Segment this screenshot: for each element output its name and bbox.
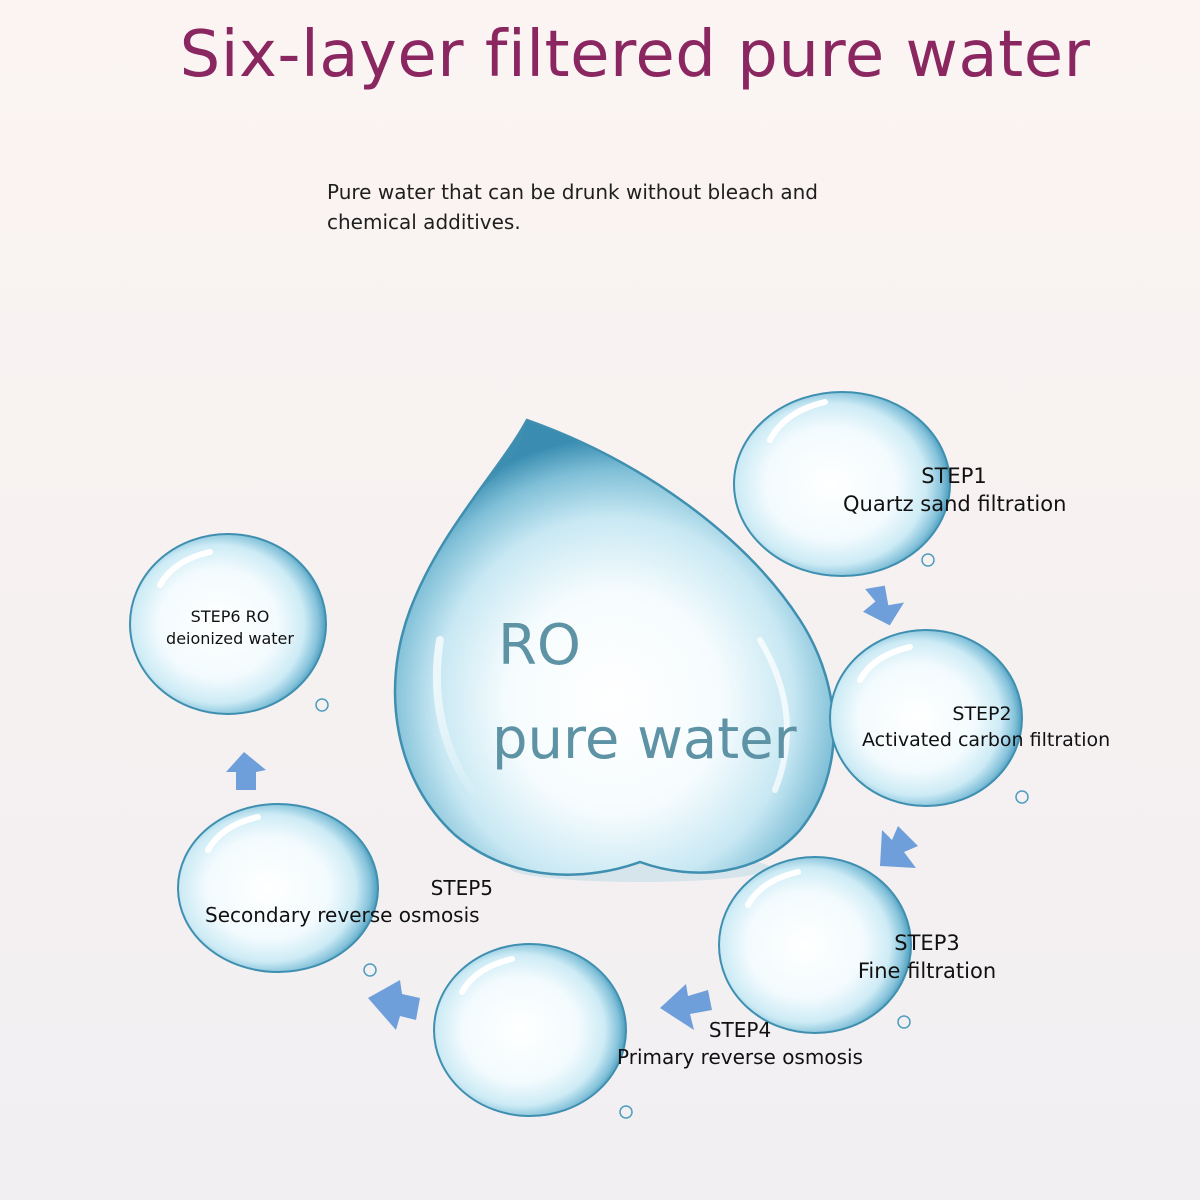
- step-1-number: STEP1: [921, 464, 987, 488]
- step-3-label: STEP3 Fine filtration: [852, 929, 1002, 986]
- water-bubble-icon: [829, 629, 1029, 807]
- water-bubble-icon: [177, 803, 379, 977]
- step-3-name: Fine filtration: [857, 959, 997, 984]
- step-4-name: Primary reverse osmosis: [617, 1045, 863, 1069]
- water-drop-icon: [393, 418, 835, 882]
- step-3-number: STEP3: [894, 931, 960, 955]
- arrow-icon: [660, 984, 712, 1030]
- step-1-name: Quartz sand filtration: [843, 492, 1067, 517]
- step-4-label: STEP4 Primary reverse osmosis: [612, 1017, 868, 1071]
- step-2-label: STEP2 Activated carbon filtration: [862, 702, 1111, 753]
- water-bubble-icon: [129, 533, 329, 715]
- step-5-label: STEP5 Secondary reverse osmosis: [205, 875, 495, 929]
- arrow-icon: [880, 826, 918, 868]
- page-title: Six-layer filtered pure water: [179, 18, 1091, 92]
- subtitle-text: Pure water that can be drunk without ble…: [327, 180, 819, 234]
- water-bubble-icon: [433, 943, 633, 1119]
- water-bubble-icon: [733, 391, 951, 577]
- arrow-icon: [368, 980, 420, 1030]
- step-5-number: STEP5: [430, 876, 493, 900]
- water-bubble-icon: [718, 856, 912, 1034]
- step-6-number: STEP6 RO: [190, 607, 270, 626]
- step-6-name: deionized water: [166, 628, 294, 648]
- step-1-label: STEP1 Quartz sand filtration: [843, 462, 1067, 519]
- arrow-icon: [226, 752, 266, 790]
- step-4-number: STEP4: [708, 1018, 772, 1042]
- arrow-icon: [863, 585, 905, 626]
- center-title-line1: RO: [498, 613, 581, 678]
- center-title-line2: pure water: [492, 707, 797, 772]
- step-6-label: STEP6 RO deionized water: [150, 606, 310, 649]
- step-5-name: Secondary reverse osmosis: [205, 903, 480, 927]
- step-2-name: Activated carbon filtration: [862, 728, 1111, 751]
- step-2-number: STEP2: [952, 703, 1012, 725]
